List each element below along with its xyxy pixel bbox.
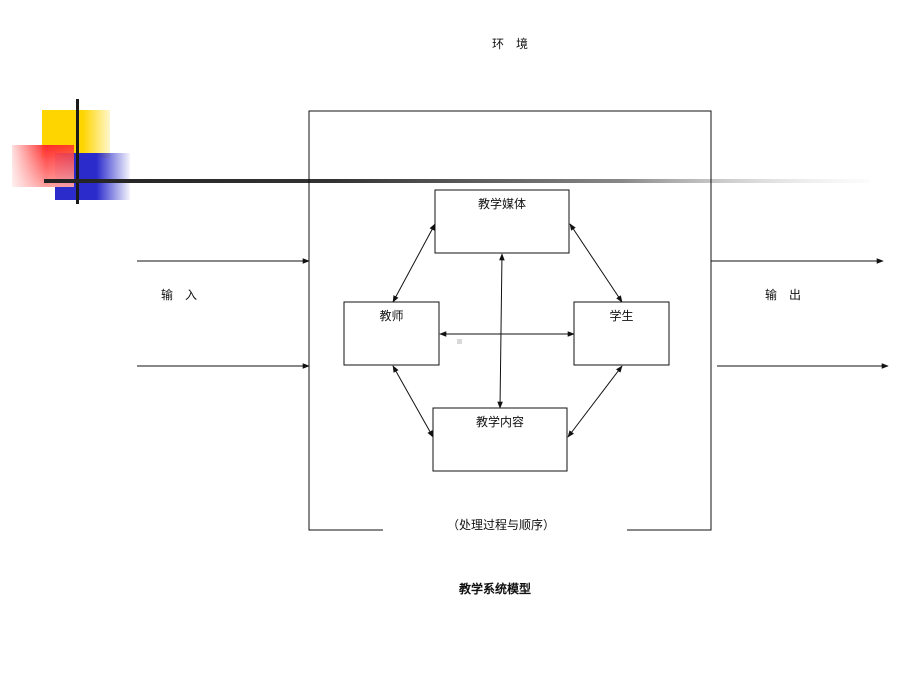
node-content-label: 教学内容 xyxy=(475,415,524,429)
node-teacher-label: 教师 xyxy=(379,309,404,323)
process-label: （处理过程与顺序） xyxy=(447,518,556,532)
link-media-content xyxy=(497,253,505,409)
node-teacher-box xyxy=(343,301,440,366)
input-label: 输 入 xyxy=(161,288,198,302)
output-label: 输 出 xyxy=(765,288,802,302)
process-boundary xyxy=(308,110,712,531)
node-student-label: 学生 xyxy=(609,309,634,323)
deco-horizontal-rule xyxy=(44,179,870,183)
node-content-box xyxy=(432,407,568,472)
link-student-content xyxy=(567,365,623,438)
link-teacher-content xyxy=(392,365,434,438)
center-dot xyxy=(457,339,462,344)
deco-vertical-rule xyxy=(76,99,79,204)
node-media-box xyxy=(434,189,570,254)
node-media-label: 教学媒体 xyxy=(477,197,526,211)
link-media-teacher xyxy=(392,223,436,303)
diagram-caption: 教学系统模型 xyxy=(459,582,532,596)
link-media-student xyxy=(569,223,623,303)
environment-label: 环 境 xyxy=(492,37,529,51)
node-student-box xyxy=(573,301,670,366)
